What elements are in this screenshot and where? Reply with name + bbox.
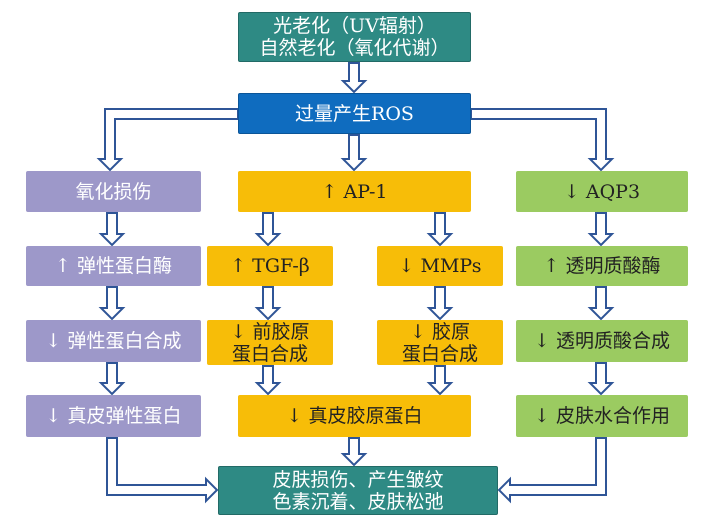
dermal-collagen-box: ↓ 真皮胶原蛋白 — [238, 395, 471, 437]
arrow-elastin-synth-to-dermal — [98, 362, 126, 396]
aqp3-box: ↓ AQP3 — [516, 171, 688, 212]
hyaluronic-synthesis-label: ↓ 透明质酸合成 — [534, 330, 670, 352]
elastase-box: ↑ 弹性蛋白酶 — [26, 246, 201, 286]
arrow-causes-to-ros — [340, 62, 368, 94]
aqp3-label: ↓ AQP3 — [563, 180, 641, 203]
arrow-ap1-to-mmps — [426, 212, 454, 247]
hyaluronidase-box: ↑ 透明质酸酶 — [516, 246, 688, 286]
arrow-ap1-to-tgf — [254, 212, 282, 247]
procollagen-line2: 蛋白合成 — [231, 342, 308, 365]
arrow-elastin-to-outcome — [106, 437, 219, 504]
aging-causes-box: 光老化（UV辐射） 自然老化（氧化代谢） — [238, 12, 471, 62]
arrow-hyaluronidase-to-ha-synth — [587, 286, 615, 321]
outcome-line2: 色素沉着、皮肤松弛 — [272, 490, 444, 513]
ap1-box: ↑ AP-1 — [238, 171, 471, 212]
mmps-box: ↓ MMPs — [377, 246, 503, 286]
arrow-oxidative-to-elastase — [98, 212, 126, 247]
oxidative-damage-box: 氧化损伤 — [26, 171, 201, 212]
arrow-ros-to-oxidative — [96, 108, 239, 172]
procollagen-line1: ↓ 前胶原 — [230, 320, 310, 343]
skin-hydration-box: ↓ 皮肤水合作用 — [516, 395, 688, 437]
arrow-procollagen-to-dermal — [254, 365, 282, 396]
ros-box: 过量产生ROS — [238, 93, 471, 134]
elastin-synthesis-label: ↓ 弹性蛋白合成 — [45, 330, 182, 352]
mmps-label: ↓ MMPs — [398, 255, 482, 277]
arrow-ha-synth-to-hydration — [587, 362, 615, 396]
arrow-collagen-to-outcome — [340, 437, 368, 467]
procollagen-synthesis-box: ↓ 前胶原 蛋白合成 — [207, 320, 333, 365]
outcome-line1: 皮肤损伤、产生皱纹 — [272, 468, 444, 491]
dermal-collagen-label: ↓ 真皮胶原蛋白 — [286, 405, 423, 427]
photoaging-label: 光老化（UV辐射） — [273, 15, 436, 37]
oxidative-damage-label: 氧化损伤 — [75, 180, 152, 203]
ap1-label: ↑ AP-1 — [321, 180, 388, 203]
elastase-label: ↑ 弹性蛋白酶 — [55, 255, 172, 277]
elastin-synthesis-box: ↓ 弹性蛋白合成 — [26, 320, 201, 362]
arrow-hydration-to-outcome — [497, 437, 607, 504]
arrow-tgf-to-procollagen — [254, 286, 282, 321]
natural-aging-label: 自然老化（氧化代谢） — [259, 37, 450, 59]
arrow-ros-to-ap1 — [340, 134, 368, 172]
hyaluronidase-label: ↑ 透明质酸酶 — [543, 255, 661, 277]
dermal-elastin-box: ↓ 真皮弹性蛋白 — [26, 395, 201, 437]
arrow-aqp3-to-hyaluronidase — [587, 212, 615, 247]
arrow-collagen-synth-to-dermal — [426, 365, 454, 396]
skin-hydration-label: ↓ 皮肤水合作用 — [534, 405, 670, 427]
tgf-beta-box: ↑ TGF-β — [207, 246, 333, 286]
arrow-elastase-to-elastin-synth — [98, 286, 126, 321]
ros-label: 过量产生ROS — [295, 102, 414, 125]
arrow-ros-to-aqp3 — [470, 108, 615, 172]
dermal-elastin-label: ↓ 真皮弹性蛋白 — [45, 405, 182, 427]
tgf-beta-label: ↑ TGF-β — [230, 255, 310, 277]
arrow-mmps-to-collagen-synth — [426, 286, 454, 321]
collagen-synthesis-line2: 蛋白合成 — [401, 342, 478, 365]
skin-outcome-box: 皮肤损伤、产生皱纹 色素沉着、皮肤松弛 — [218, 466, 498, 515]
hyaluronic-synthesis-box: ↓ 透明质酸合成 — [516, 320, 688, 362]
collagen-synthesis-line1: ↓ 胶原 — [410, 320, 470, 343]
collagen-synthesis-box: ↓ 胶原 蛋白合成 — [377, 320, 503, 365]
